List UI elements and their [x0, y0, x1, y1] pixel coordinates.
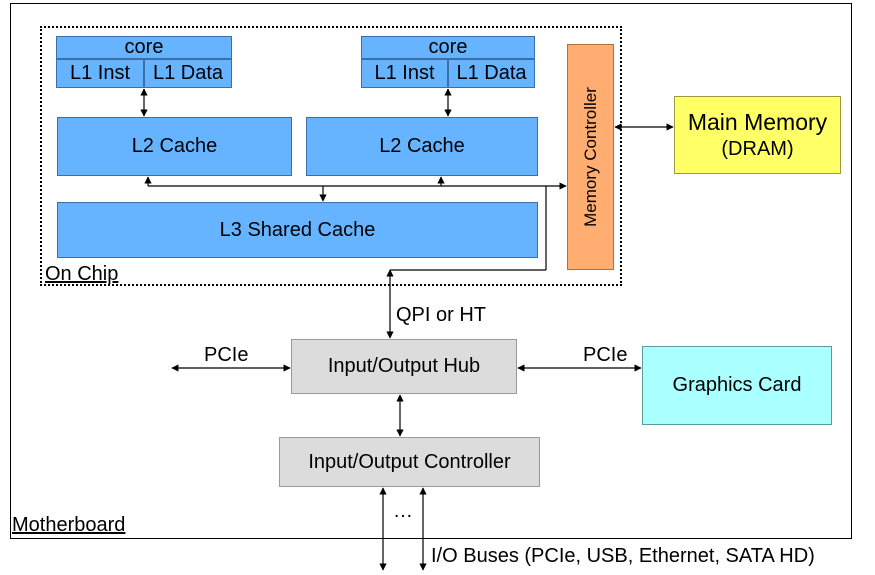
main-memory-title: Main Memory: [687, 109, 828, 135]
l1-data-left: L1 Data: [144, 59, 232, 88]
l2-cache-right: L2 Cache: [306, 117, 538, 176]
motherboard-board: [10, 3, 852, 539]
io-buses-label: I/O Buses (PCIe, USB, Ethernet, SATA HD): [431, 545, 815, 567]
l1-data-right: L1 Data: [448, 59, 535, 88]
io-ellipsis: …: [393, 500, 413, 522]
main-memory: Main Memory (DRAM): [674, 96, 841, 174]
chip-label: On Chip: [45, 263, 119, 285]
chip-region: [40, 26, 622, 286]
motherboard-label: Motherboard: [12, 514, 126, 536]
graphics-card: Graphics Card: [642, 346, 832, 425]
qpi-label: QPI or HT: [396, 304, 487, 326]
io-controller: Input/Output Controller: [279, 437, 540, 487]
memory-controller: Memory Controller: [567, 44, 614, 270]
pcie-left-label: PCIe: [204, 344, 249, 366]
l2-cache-left: L2 Cache: [57, 117, 292, 176]
l1-inst-left: L1 Inst: [56, 59, 144, 88]
l3-shared-cache: L3 Shared Cache: [57, 202, 538, 258]
l1-inst-right: L1 Inst: [361, 59, 448, 88]
core-left: core: [56, 36, 232, 59]
io-hub: Input/Output Hub: [291, 339, 517, 394]
core-right: core: [361, 36, 535, 59]
main-memory-subtitle: (DRAM): [721, 138, 794, 160]
pcie-right-label: PCIe: [583, 344, 628, 366]
